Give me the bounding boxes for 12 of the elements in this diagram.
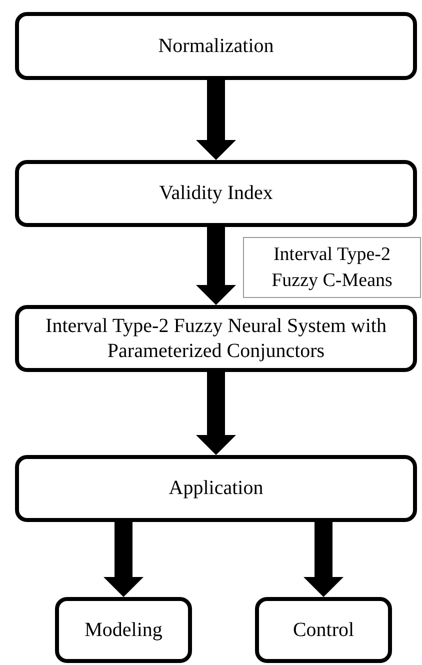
edge-label: Interval Type-2 Fuzzy C-Means (243, 237, 421, 298)
arrow (196, 227, 236, 305)
process-box: Control (255, 597, 392, 663)
arrow (104, 522, 144, 597)
process-box: Validity Index (15, 160, 417, 227)
process-box: Normalization (15, 12, 417, 80)
process-box: Modeling (55, 597, 192, 663)
arrow (196, 372, 236, 455)
process-box: Interval Type-2 Fuzzy Neural System with Parameterized Conjunctors (15, 305, 417, 372)
arrow (304, 522, 344, 597)
arrow (196, 80, 236, 160)
process-box: Application (15, 455, 417, 522)
